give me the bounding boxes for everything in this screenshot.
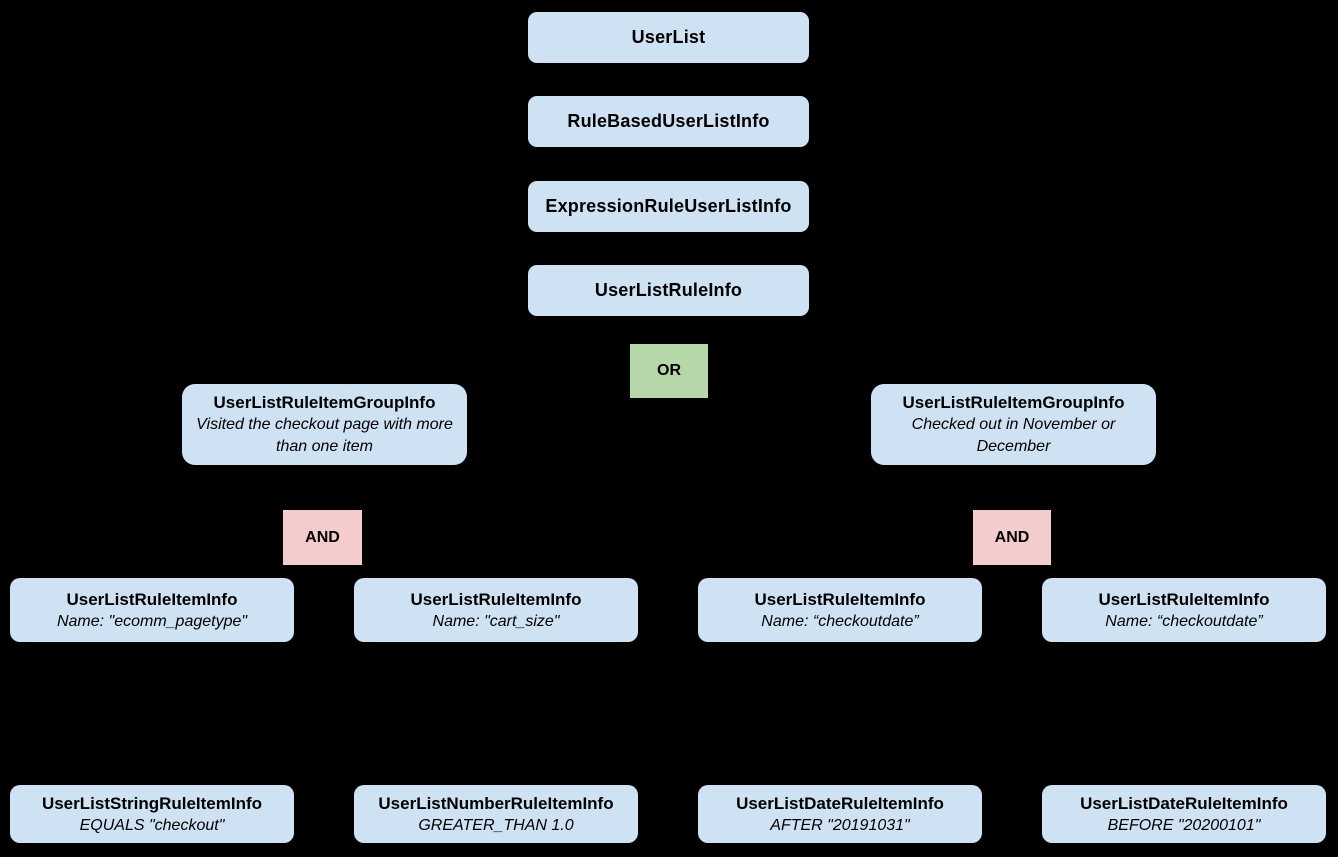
- node-title: UserListRuleItemGroupInfo: [902, 393, 1125, 412]
- node-ruleitem-checkoutdate-2: UserListRuleItemInfo Name: “checkoutdate…: [1042, 578, 1326, 642]
- node-numberruleitem-greater-than: UserListNumberRuleItemInfo GREATER_THAN …: [354, 785, 638, 843]
- and-operator-box-left: AND: [283, 510, 362, 565]
- node-title: UserListNumberRuleItemInfo: [378, 793, 614, 813]
- node-title: UserListRuleItemInfo: [410, 589, 582, 609]
- node-dateruleitem-after: UserListDateRuleItemInfo AFTER "20191031…: [698, 785, 982, 843]
- and-operator-label: AND: [994, 528, 1030, 546]
- node-subtitle: EQUALS "checkout": [79, 816, 225, 834]
- node-title: UserListRuleItemGroupInfo: [213, 393, 436, 412]
- node-description: Visited the checkout page with more than…: [196, 416, 453, 455]
- node-label: UserListRuleInfo: [594, 280, 743, 300]
- node-ruleitemgroup-checked-out: UserListRuleItemGroupInfo Checked out in…: [871, 384, 1156, 465]
- node-expressionruleuserlistinfo: ExpressionRuleUserListInfo: [528, 181, 809, 232]
- node-subtitle: Name: “checkoutdate”: [1105, 612, 1263, 630]
- node-ruleitem-cart-size: UserListRuleItemInfo Name: "cart_size": [354, 578, 638, 642]
- node-ruleitemgroup-checkout-page: UserListRuleItemGroupInfo Visited the ch…: [182, 384, 467, 465]
- node-title: UserListDateRuleItemInfo: [736, 793, 944, 813]
- node-subtitle: AFTER "20191031": [770, 816, 910, 834]
- and-operator-box-right: AND: [973, 510, 1051, 565]
- node-stringruleitem-equals-checkout: UserListStringRuleItemInfo EQUALS "check…: [10, 785, 294, 843]
- node-subtitle: BEFORE "20200101": [1107, 816, 1261, 834]
- node-description: Checked out in November or December: [911, 416, 1116, 455]
- node-title: UserListDateRuleItemInfo: [1080, 793, 1288, 813]
- or-operator-box: OR: [630, 344, 708, 398]
- or-operator-label: OR: [657, 362, 681, 379]
- node-label: RuleBasedUserListInfo: [567, 111, 770, 131]
- node-dateruleitem-before: UserListDateRuleItemInfo BEFORE "2020010…: [1042, 785, 1326, 843]
- node-label: ExpressionRuleUserListInfo: [545, 196, 792, 216]
- node-rulebaseduserlistinfo: RuleBasedUserListInfo: [528, 96, 809, 147]
- node-title: UserListRuleItemInfo: [754, 589, 926, 609]
- node-subtitle: Name: "cart_size": [432, 612, 560, 630]
- node-label: UserList: [631, 27, 706, 47]
- node-ruleitem-checkoutdate-1: UserListRuleItemInfo Name: “checkoutdate…: [698, 578, 982, 642]
- node-subtitle: Name: “checkoutdate”: [761, 612, 919, 630]
- node-userlistruleinfo: UserListRuleInfo: [528, 265, 809, 316]
- node-title: UserListRuleItemInfo: [1098, 589, 1270, 609]
- node-title: UserListRuleItemInfo: [66, 589, 238, 609]
- node-subtitle: Name: "ecomm_pagetype": [56, 612, 248, 630]
- node-title: UserListStringRuleItemInfo: [41, 793, 263, 813]
- and-operator-label: AND: [305, 528, 340, 546]
- node-subtitle: GREATER_THAN 1.0: [418, 816, 574, 834]
- node-ruleitem-ecomm-pagetype: UserListRuleItemInfo Name: "ecomm_pagety…: [10, 578, 294, 642]
- node-userlist: UserList: [528, 12, 809, 63]
